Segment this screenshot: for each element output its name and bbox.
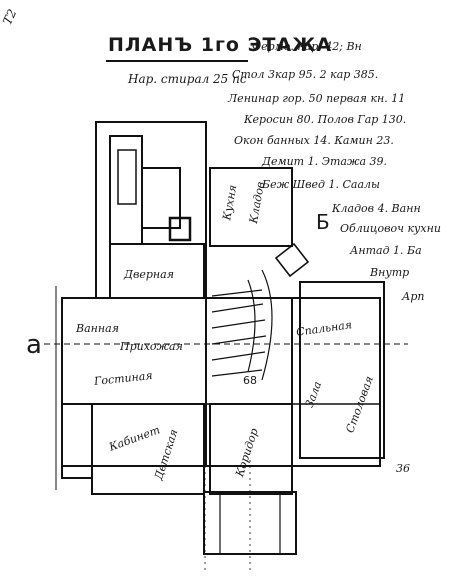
wall-upper-middle-room — [209, 167, 293, 247]
plan-title: ПЛАНЪ 1го ЭТАЖА — [108, 34, 333, 56]
legend-note: Арп — [402, 290, 425, 303]
title-underline — [106, 60, 248, 62]
wall-main-block — [61, 297, 381, 467]
room-label: Прихожая — [120, 340, 183, 353]
legend-note: Демит 1. Этажа 39. — [262, 155, 388, 168]
legend-note: Ленинар гор. 50 первая кн. 11 — [228, 92, 406, 105]
legend-note: Антад 1. Ба — [350, 244, 422, 257]
wall-lower-middle-room — [209, 403, 293, 495]
legend-note: Кладов 4. Ванн — [332, 202, 421, 215]
section-marker-a: а — [26, 330, 42, 360]
legend-note: Облицовоч кухни — [340, 222, 441, 235]
room-label: Дверная — [124, 268, 174, 281]
legend-note: Стол 3кар 95. 2 кар 385. — [232, 68, 379, 81]
staircase — [211, 242, 310, 381]
plan-subtitle: Нар. стирал 25 пс — [128, 72, 247, 86]
legend-note: Фермо. нар. 42; Вн — [252, 40, 362, 53]
stove-core — [117, 149, 137, 205]
legend-note: Керосин 80. Полов Гар 130. — [244, 113, 407, 126]
wall-small-room — [141, 167, 181, 229]
stair-number: 68 — [243, 374, 257, 387]
wall-detail-square — [168, 216, 192, 242]
wall-right-wing — [299, 281, 385, 459]
wall-lower-room — [91, 403, 205, 495]
side-number: 36 — [396, 462, 410, 475]
wall-stove — [109, 135, 143, 245]
section-marker-b: Б — [316, 210, 330, 234]
room-label: Ванная — [76, 322, 119, 335]
legend-note: Внутр — [370, 266, 410, 279]
legend-note: Окон банных 14. Камин 23. — [234, 134, 394, 147]
